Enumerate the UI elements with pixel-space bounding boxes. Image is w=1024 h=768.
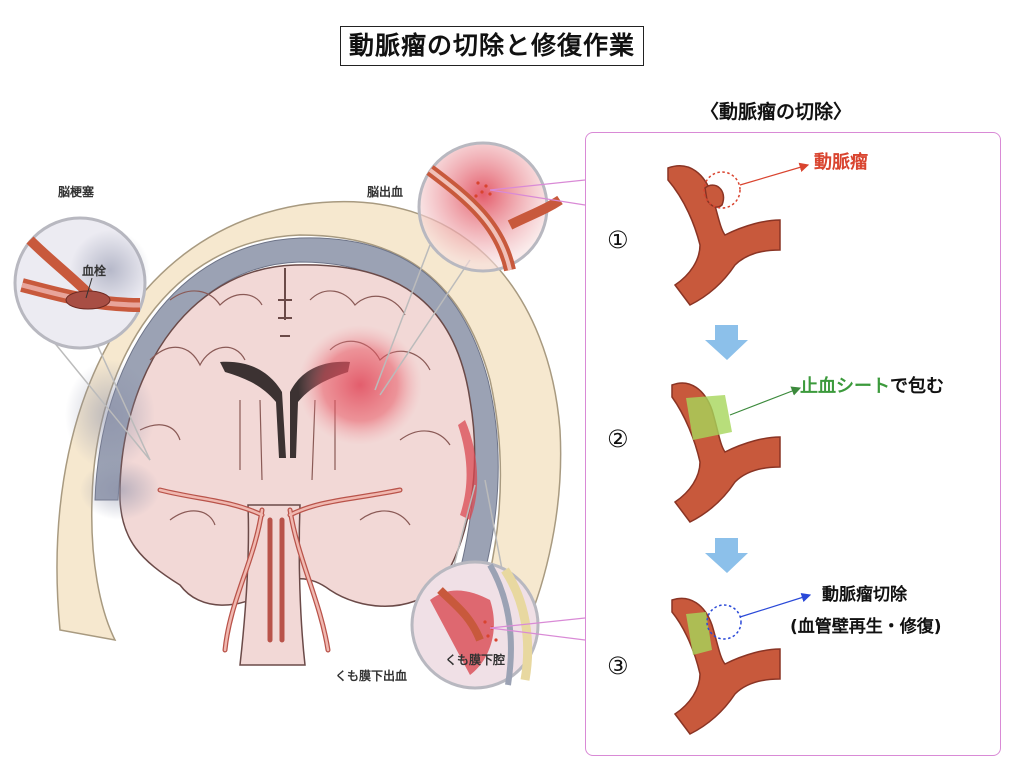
label-aneurysm: 動脈瘤 (814, 152, 868, 173)
magnifier-sah (410, 479, 540, 690)
longitudinal-fissure (278, 268, 292, 337)
label-cerebral-infarction: 脳梗塞 (58, 185, 95, 199)
excision-circle (706, 604, 742, 640)
step-number-3: ③ (607, 652, 629, 680)
infarction-area-1 (65, 360, 155, 470)
label-subarachnoid-space: くも膜下腔 (445, 653, 506, 667)
label-cerebral-hemorrhage: 脳出血 (367, 185, 404, 199)
label-wrap-hemostatic-sheet: 止血シートで包む (800, 372, 944, 398)
hemorrhage-area (298, 325, 422, 445)
step2-vessel (671, 382, 802, 523)
thrombus (65, 290, 111, 310)
steps-panel (585, 132, 1001, 756)
down-arrow-2 (705, 538, 748, 573)
hemostatic-sheet (686, 395, 732, 440)
label-wrap-with: で包む (890, 376, 944, 397)
sheet-remnant (686, 612, 712, 655)
step3-vessel (671, 592, 812, 735)
label-subarachnoid-hemorrhage: くも膜下出血 (335, 669, 408, 683)
section-title: 〈動脈瘤の切除〉 (700, 101, 853, 123)
step-number-2: ② (607, 425, 629, 453)
label-aneurysm-excision: 動脈瘤切除 (822, 585, 907, 605)
aneurysm-circle (703, 171, 741, 209)
label-thrombus: 血栓 (82, 264, 107, 278)
step-number-1: ① (607, 226, 629, 254)
step1-vessel (667, 162, 810, 306)
pointer-lines (489, 179, 586, 641)
infarction-area-2 (80, 460, 160, 520)
page-title: 動脈瘤の切除と修復作業 (340, 26, 645, 66)
label-hemostatic-sheet: 止血シート (800, 376, 890, 397)
down-arrow-1 (705, 325, 748, 360)
magnifier-hemorrhage (374, 141, 563, 396)
label-wall-repair: (血管壁再生・修復) (790, 617, 942, 637)
magnifier-infarction (13, 216, 151, 461)
